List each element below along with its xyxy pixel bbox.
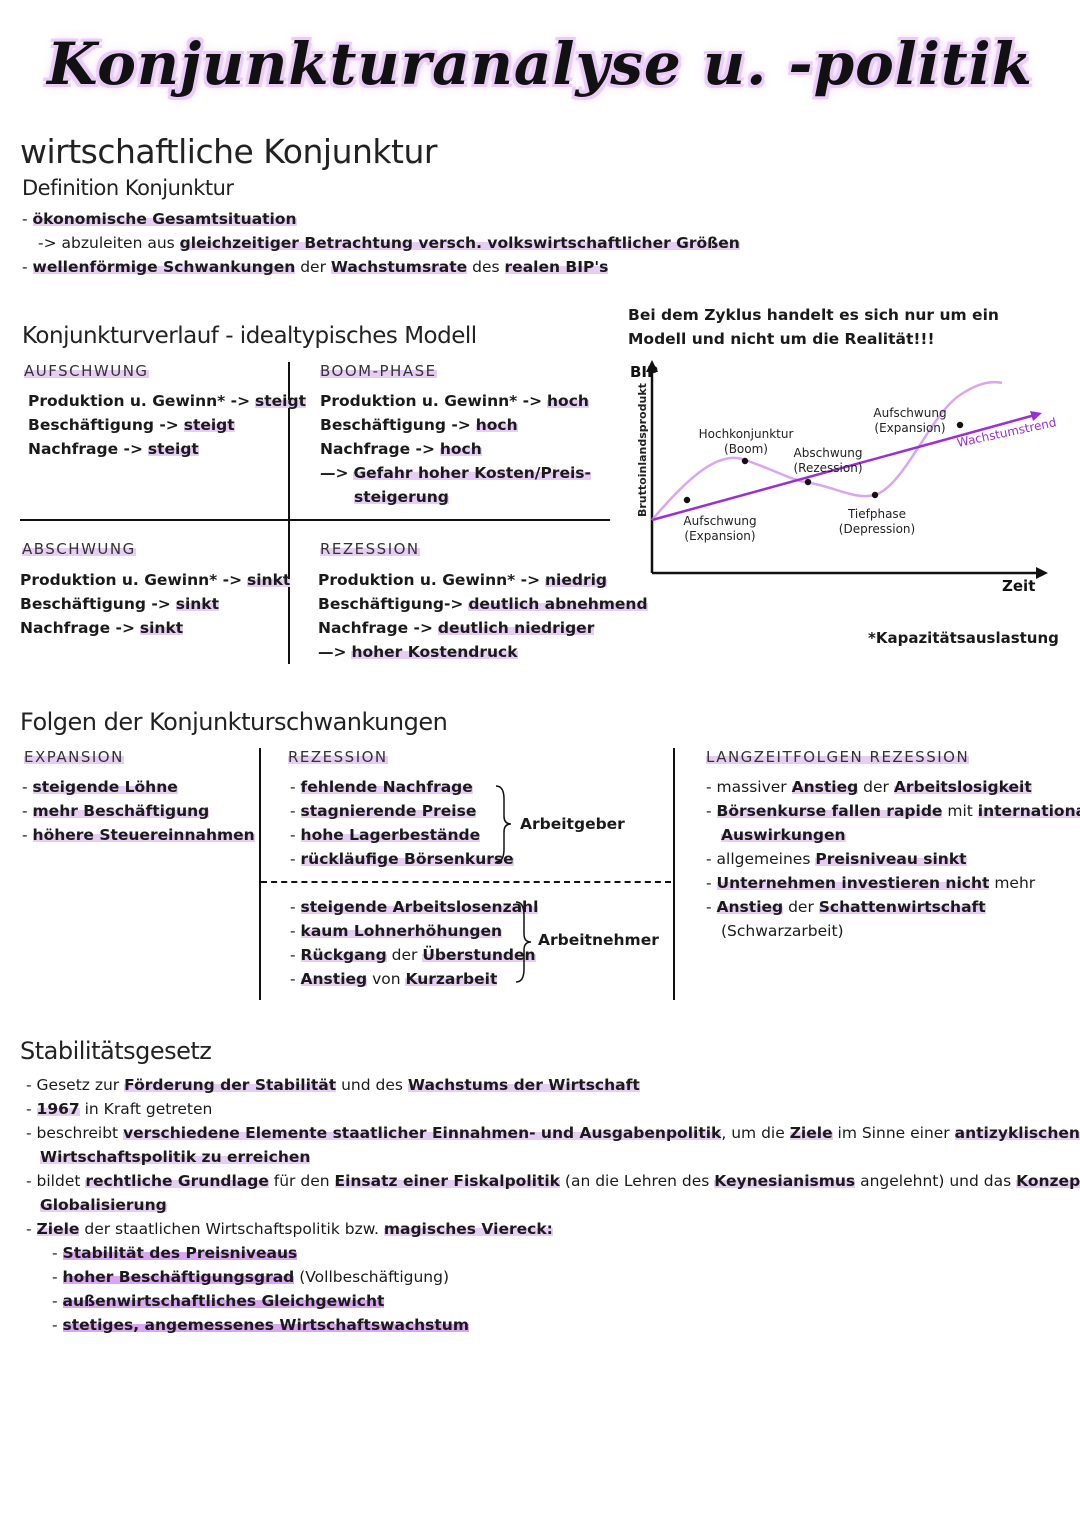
label-abschwung-sub: (Rezession) xyxy=(793,461,862,475)
boom-line-1: Produktion u. Gewinn* -> hoch xyxy=(320,392,589,410)
langzeit-item-2-cont: Auswirkungen xyxy=(721,826,846,844)
arbeitgeber-item-3: - hohe Lagerbestände xyxy=(290,826,481,844)
label-aufschwung-1: Aufschwung xyxy=(683,514,756,528)
ziel-1: - Stabilität des Preisniveaus xyxy=(52,1244,298,1262)
abschwung-line-1: Produktion u. Gewinn* -> sinkt xyxy=(20,571,291,589)
folgen-divider-2 xyxy=(673,748,675,1000)
aufschwung-title: AUFSCHWUNG xyxy=(24,362,149,380)
model-heading: Konjunkturverlauf - idealtypisches Model… xyxy=(22,323,477,349)
arbeitnehmer-item-1: - steigende Arbeitslosenzahl xyxy=(290,898,539,916)
grid-horizontal-divider xyxy=(20,519,610,521)
label-hochkonjunktur: Hochkonjunktur xyxy=(699,427,794,441)
abschwung-line-3: Nachfrage -> sinkt xyxy=(20,619,184,637)
arbeitgeber-item-4: - rückläufige Börsenkurse xyxy=(290,850,514,868)
growth-trend-line xyxy=(651,413,1036,522)
note-line-2: Modell und nicht um die Realität!!! xyxy=(628,330,935,348)
stab-line-1: - Gesetz zur Förderung der Stabilität un… xyxy=(26,1076,640,1094)
abschwung-line-2: Beschäftigung -> sinkt xyxy=(20,595,220,613)
y-axis-arrow xyxy=(646,360,658,372)
stab-line-3-cont: Wirtschaftspolitik zu erreichen xyxy=(40,1148,311,1166)
definition-line-3: - wellenförmige Schwankungen der Wachstu… xyxy=(22,258,609,276)
langzeit-item-3: - allgemeines Preisniveau sinkt xyxy=(706,850,967,868)
aufschwung-line-1: Produktion u. Gewinn* -> steigt xyxy=(28,392,306,410)
point-tiefphase xyxy=(871,491,879,499)
arbeitgeber-item-1: - fehlende Nachfrage xyxy=(290,778,473,796)
stab-line-4-cont: Globalisierung xyxy=(40,1196,167,1214)
stab-line-4: - bildet rechtliche Grundlage für den Ei… xyxy=(26,1169,1080,1193)
expansion-item-1: - steigende Löhne xyxy=(22,778,178,796)
arbeitnehmer-item-2: - kaum Lohnerhöhungen xyxy=(290,922,503,940)
arbeitnehmer-label: Arbeitnehmer xyxy=(538,931,659,949)
cycle-curve xyxy=(651,380,1003,521)
trend-label: Wachstumstrend xyxy=(956,415,1058,450)
aufschwung-line-2: Beschäftigung -> steigt xyxy=(28,416,235,434)
label-hochkonjunktur-sub: (Boom) xyxy=(724,442,768,456)
point-hochkonjunktur xyxy=(741,457,749,465)
x-axis-arrow xyxy=(1036,567,1048,579)
y-axis-long-label: Bruttoinlandsprodukt xyxy=(636,383,649,517)
subheading-definition: Definition Konjunktur xyxy=(22,176,234,200)
section-heading-konjunktur: wirtschaftliche Konjunktur xyxy=(20,132,437,171)
ziel-2: - hoher Beschäftigungsgrad (Vollbeschäft… xyxy=(52,1268,450,1286)
label-tiefphase-sub: (Depression) xyxy=(839,522,915,536)
stabilitaetsgesetz-heading: Stabilitätsgesetz xyxy=(20,1037,212,1065)
label-aufschwung-1-sub: (Expansion) xyxy=(684,529,755,543)
langzeit-item-5: - Anstieg der Schattenwirtschaft xyxy=(706,898,986,916)
point-aufschwung xyxy=(683,496,691,504)
boom-line-3: Nachfrage -> hoch xyxy=(320,440,482,458)
rezession-line-2: Beschäftigung-> deutlich abnehmend xyxy=(318,595,648,613)
langzeitfolgen-title: LANGZEITFOLGEN REZESSION xyxy=(706,748,970,766)
boom-title: BOOM-PHASE xyxy=(320,362,437,380)
langzeit-item-2: - Börsenkurse fallen rapide mit internat… xyxy=(706,799,1080,823)
label-aufschwung-2-sub: (Expansion) xyxy=(874,421,945,435)
definition-line-2: -> abzuleiten aus gleichzeitiger Betrach… xyxy=(38,234,740,252)
boom-line-2: Beschäftigung -> hoch xyxy=(320,416,518,434)
arbeitgeber-brace xyxy=(495,785,512,863)
folgen-divider-1 xyxy=(259,748,261,1000)
rezession-line-1: Produktion u. Gewinn* -> niedrig xyxy=(318,571,608,589)
business-cycle-diagram: BIP Bruttoinlandsprodukt Zeit Wachstumst… xyxy=(630,360,1058,595)
stab-line-5: - Ziele der staatlichen Wirtschaftspolit… xyxy=(26,1220,553,1238)
rezession-line-3: Nachfrage -> deutlich niedriger xyxy=(318,619,595,637)
page-title: Konjunkturanalyse u. -politik xyxy=(47,30,1033,98)
label-abschwung: Abschwung xyxy=(794,446,863,460)
label-tiefphase: Tiefphase xyxy=(847,507,906,521)
grid-vertical-divider xyxy=(288,362,290,664)
y-axis-short-label: BIP xyxy=(630,363,658,381)
folgen-heading: Folgen der Konjunkturschwankungen xyxy=(20,708,448,736)
rezession-title: REZESSION xyxy=(320,540,420,558)
point-aufschwung-2 xyxy=(956,421,964,429)
label-aufschwung-2: Aufschwung xyxy=(873,406,946,420)
definition-line-1: - ökonomische Gesamtsituation xyxy=(22,210,297,228)
folgen-dashed-divider xyxy=(261,881,671,883)
arbeitnehmer-item-4: - Anstieg von Kurzarbeit xyxy=(290,970,498,988)
boom-line-4: —> Gefahr hoher Kosten/Preis- xyxy=(320,464,591,482)
langzeit-item-1: - massiver Anstieg der Arbeitslosigkeit xyxy=(706,778,1032,796)
chart-footnote: *Kapazitätsauslastung xyxy=(868,629,1059,647)
ziel-3: - außenwirtschaftliches Gleichgewicht xyxy=(52,1292,385,1310)
boom-line-5: steigerung xyxy=(354,488,449,506)
trend-arrow xyxy=(1030,411,1042,421)
stab-line-3: - beschreibt verschiedene Elemente staat… xyxy=(26,1124,1080,1142)
arbeitgeber-item-2: - stagnierende Preise xyxy=(290,802,477,820)
x-axis-label: Zeit xyxy=(1002,577,1035,595)
expansion-title: EXPANSION xyxy=(24,748,124,766)
arbeitnehmer-brace xyxy=(515,901,532,983)
stab-line-2: - 1967 in Kraft getreten xyxy=(26,1100,213,1118)
arbeitnehmer-item-3: - Rückgang der Überstunden xyxy=(290,946,536,964)
note-line-1: Bei dem Zyklus handelt es sich nur um ei… xyxy=(628,306,999,324)
arbeitgeber-label: Arbeitgeber xyxy=(520,815,625,833)
langzeit-item-5-cont: (Schwarzarbeit) xyxy=(721,922,844,940)
langzeit-item-4: - Unternehmen investieren nicht mehr xyxy=(706,874,1036,892)
expansion-item-3: - höhere Steuereinnahmen xyxy=(22,826,255,844)
expansion-item-2: - mehr Beschäftigung xyxy=(22,802,210,820)
rezession-line-4: —> hoher Kostendruck xyxy=(318,643,518,661)
aufschwung-line-3: Nachfrage -> steigt xyxy=(28,440,199,458)
point-abschwung xyxy=(804,478,812,486)
abschwung-title: ABSCHWUNG xyxy=(22,540,136,558)
rezession-folgen-title: REZESSION xyxy=(288,748,388,766)
ziel-4: - stetiges, angemessenes Wirtschaftswach… xyxy=(52,1316,469,1334)
